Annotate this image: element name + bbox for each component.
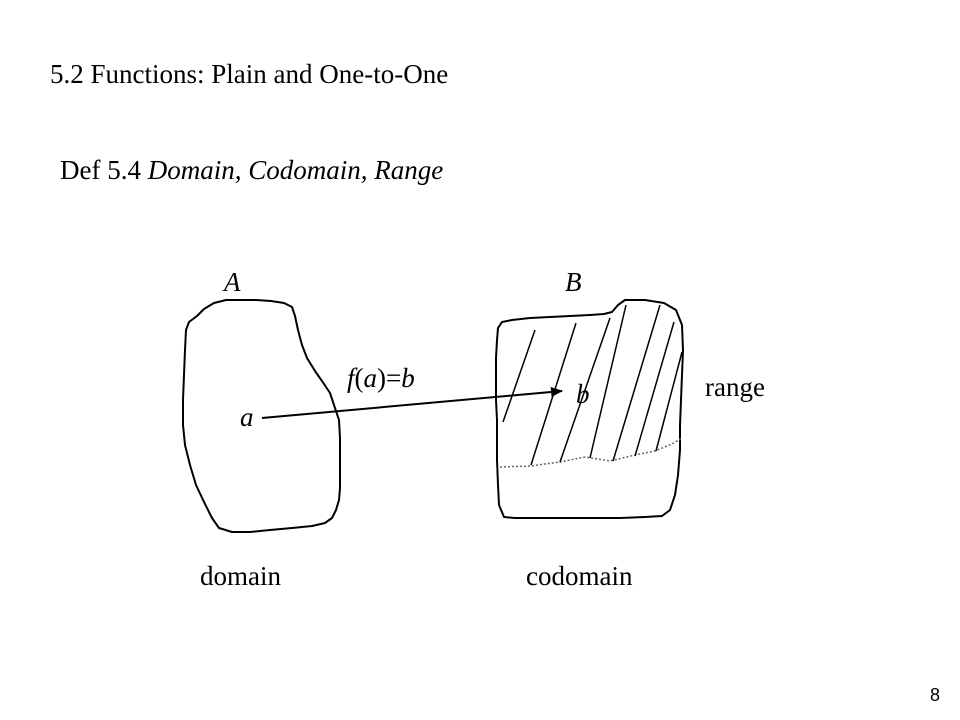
set-a-blob bbox=[182, 299, 341, 533]
domain-label: domain bbox=[200, 561, 281, 591]
set-a-label: A bbox=[222, 267, 241, 297]
mapping-label: f(a)=b bbox=[347, 363, 415, 393]
mapping-arg: a bbox=[364, 363, 378, 393]
mapping-f: f bbox=[347, 363, 358, 393]
definition-prefix: Def 5.4 bbox=[60, 155, 148, 185]
range-boundary bbox=[499, 437, 683, 468]
range-hatching bbox=[502, 304, 683, 466]
slide-title: 5.2 Functions: Plain and One-to-One bbox=[50, 59, 449, 89]
mapping-result: b bbox=[401, 363, 415, 393]
mapping-close-eq: )= bbox=[377, 363, 401, 393]
set-b-label: B bbox=[565, 267, 582, 297]
element-a-label: a bbox=[240, 402, 254, 432]
mapping-arrow bbox=[261, 387, 563, 419]
set-b-blob bbox=[495, 299, 684, 519]
definition-term: Domain, Codomain, Range bbox=[147, 155, 444, 185]
element-b-label: b bbox=[576, 379, 590, 409]
definition-heading: Def 5.4 Domain, Codomain, Range bbox=[60, 152, 443, 188]
page-number: 8 bbox=[929, 685, 940, 705]
codomain-label: codomain bbox=[526, 561, 633, 591]
mapping-open: ( bbox=[355, 363, 364, 393]
range-label: range bbox=[705, 372, 765, 402]
